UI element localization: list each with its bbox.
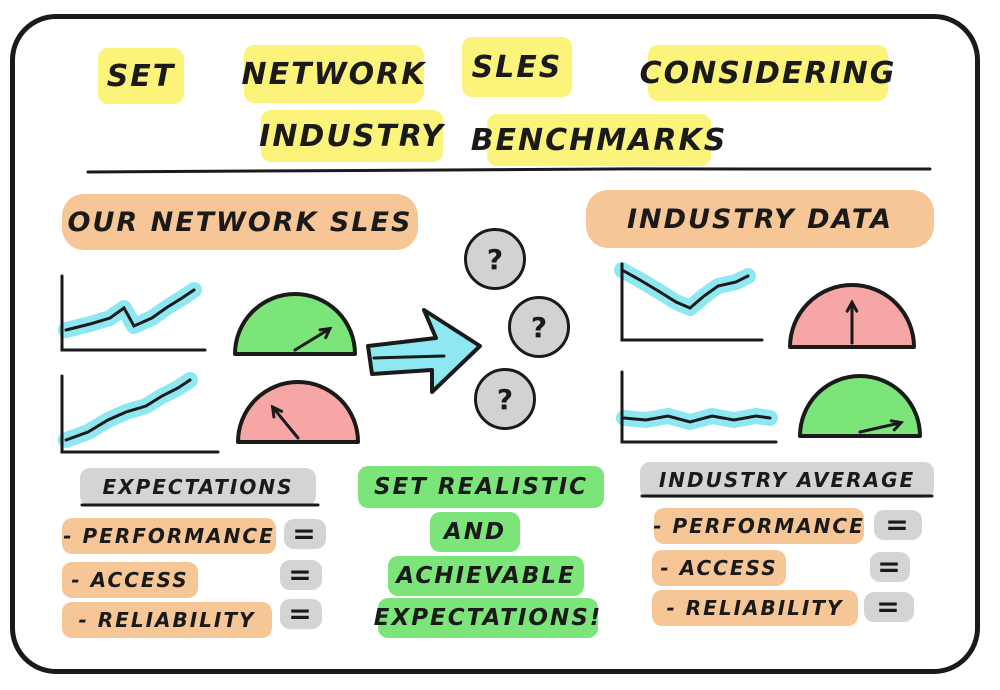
center-line-4: Expectations! [374,598,600,638]
gauge-needle [293,327,332,352]
title-word-industry: Industry [259,110,443,162]
gauge-needle [271,405,300,440]
center-line-1: Set Realistic [358,466,604,508]
our-equals-performance: = [284,519,326,549]
our-list-item-access: - Access [62,562,198,598]
gauge-needle-head [889,419,905,432]
our-equals-access: = [280,560,322,590]
our-list-item-reliability: - Reliability [62,602,272,638]
expectations-heading: Expectations [80,468,316,506]
question-circle-icon: ? [464,228,526,290]
title-word-sles: SLEs [462,37,572,97]
gauge-needle-head [318,326,333,340]
industry-chart-bottom-axes [620,370,778,444]
industry-equals-performance: = [874,510,922,540]
industry-list-item-performance: - Performance [653,508,864,544]
question-circle-icon: ? [474,368,536,430]
title-word-benchmarks: Benchmarks [471,114,725,166]
industry-equals-access: = [870,552,910,582]
our-equals-reliability: = [280,599,322,629]
title-word-set: Set [98,48,184,104]
gauge-needle-head [845,299,859,313]
title-word-considering: Considering [640,45,894,101]
center-line-2: And [430,512,520,552]
our-chart-bottom-line [64,378,192,442]
our-network-heading: Our Network SLEs [62,194,418,250]
our-chart-bottom-axes [60,374,220,454]
gauge-needle-head [270,404,284,419]
industry-chart-bottom-line [622,414,772,424]
gauge-dial [233,292,357,356]
industry-chart-top-line [620,268,750,310]
gauge-needle [858,421,903,434]
title-word-network: Network [242,45,425,103]
industry-list-item-reliability: - Reliability [652,590,858,626]
industry-list-item-access: - Access [652,550,786,586]
industry-chart-top-axes [620,262,764,342]
industry-data-heading: Industry Data [586,190,934,248]
gauge-dial [236,380,360,444]
our-list-item-performance: - Performance [62,518,276,554]
our-chart-top-axes [60,274,207,352]
our-chart-top-line [64,288,196,332]
center-line-3: Achievable [388,556,584,596]
industry-average-heading: Industry Average [640,462,934,498]
industry-equals-reliability: = [864,592,914,622]
question-circle-icon: ? [508,296,570,358]
